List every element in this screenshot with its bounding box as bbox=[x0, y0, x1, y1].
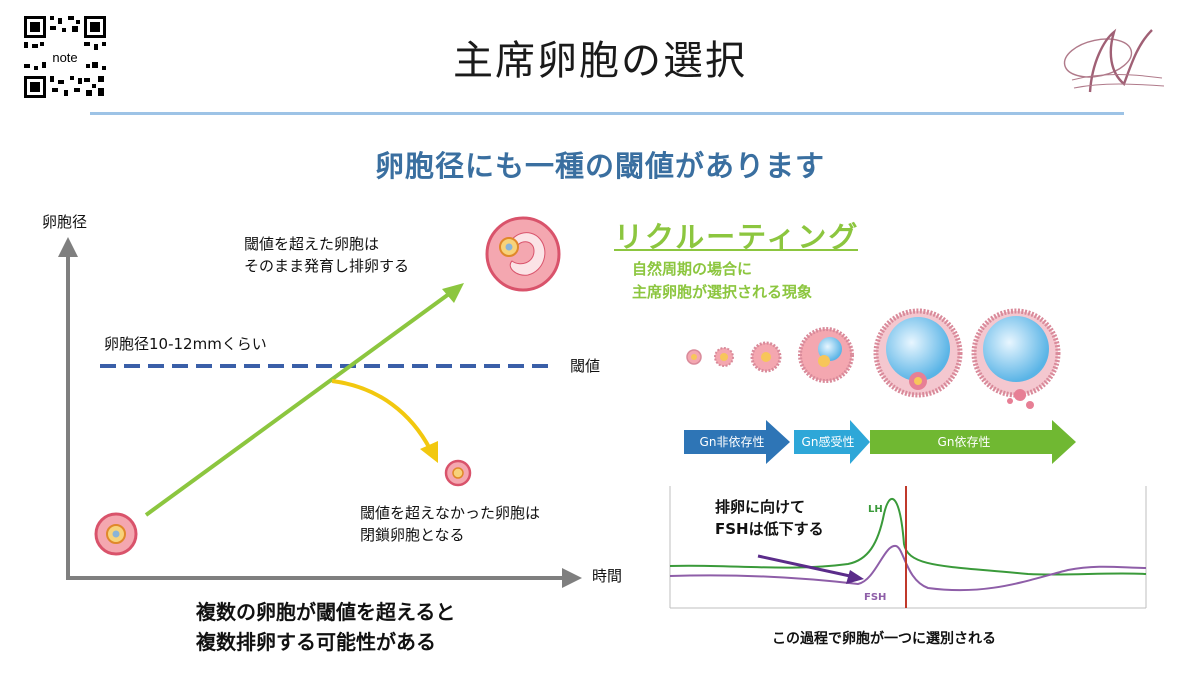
qr-note-text: note bbox=[52, 50, 77, 65]
stage-label-gn-independent: Gn非依存性 bbox=[700, 434, 765, 449]
hormone-curve-panel: LH FSH bbox=[668, 484, 1150, 612]
y-axis-label: 卵胞径 bbox=[42, 213, 88, 231]
header-divider bbox=[90, 112, 1124, 115]
start-follicle-icon bbox=[94, 512, 138, 556]
follicle-secondary-icon bbox=[750, 341, 782, 373]
atresia-curve bbox=[331, 379, 432, 450]
follicle-primary-icon bbox=[714, 347, 734, 367]
follicle-primordial-icon bbox=[686, 349, 702, 365]
stage-label-gn-sensitive: Gn感受性 bbox=[802, 434, 855, 449]
clinic-logo bbox=[1052, 22, 1170, 106]
follicle-preovulatory-icon bbox=[971, 308, 1061, 409]
fsh-label: FSH bbox=[864, 592, 886, 603]
recruitment-title: リクルーティング bbox=[614, 220, 860, 254]
y-axis-arrow bbox=[58, 237, 78, 257]
dominant-follicle-icon bbox=[485, 216, 561, 292]
above-threshold-text: 閾値を超えた卵胞は そのまま発育し排卵する bbox=[244, 235, 410, 275]
threshold-diagram: 卵胞径 時間 卵胞径10-12mmくらい 閾値 閾値を超えた卵胞は そのまま発育… bbox=[40, 205, 640, 605]
qr-code[interactable]: note bbox=[22, 14, 108, 100]
multiple-ovulation-note: 複数の卵胞が閾値を超えると 複数排卵する可能性がある bbox=[196, 600, 456, 654]
growth-arrowhead bbox=[442, 283, 464, 303]
follicle-stages bbox=[680, 305, 1080, 415]
stage-arrow-gn-independent bbox=[684, 420, 790, 464]
stage-label-gn-dependent: Gn依存性 bbox=[938, 434, 991, 449]
follicle-antral-icon bbox=[873, 308, 963, 398]
page-title: 主席卵胞の選択 bbox=[453, 38, 747, 84]
stage-arrows: Gn非依存性 Gn感受性 Gn依存性 bbox=[682, 418, 1082, 466]
x-axis-arrow bbox=[562, 568, 582, 588]
fsh-decline-note: 排卵に向けて FSHは低下する bbox=[715, 498, 824, 538]
threshold-value-label: 卵胞径10-12mmくらい bbox=[104, 335, 267, 353]
follicle-preantral-icon bbox=[798, 327, 854, 383]
fsh-decline-arrow bbox=[757, 554, 851, 578]
stage-arrow-gn-dependent bbox=[870, 420, 1076, 464]
growth-line bbox=[144, 289, 455, 517]
lh-curve bbox=[669, 497, 1147, 576]
recruitment-underline bbox=[614, 249, 858, 251]
x-axis-label: 時間 bbox=[592, 567, 623, 585]
below-threshold-text: 閾値を超えなかった卵胞は 閉鎖卵胞となる bbox=[360, 504, 541, 544]
atresia-arrowhead bbox=[420, 441, 438, 463]
recruitment-description: 自然周期の場合に 主席卵胞が選択される現象 bbox=[632, 260, 813, 301]
selection-caption: この過程で卵胞が一つに選別される bbox=[772, 631, 996, 647]
stage-arrow-gn-sensitive bbox=[794, 420, 870, 464]
threshold-label: 閾値 bbox=[570, 357, 601, 375]
subtitle: 卵胞径にも一種の閾値があります bbox=[374, 149, 825, 183]
fsh-decline-arrowhead bbox=[846, 570, 864, 584]
atretic-follicle-icon bbox=[444, 459, 472, 487]
lh-label: LH bbox=[868, 504, 883, 515]
